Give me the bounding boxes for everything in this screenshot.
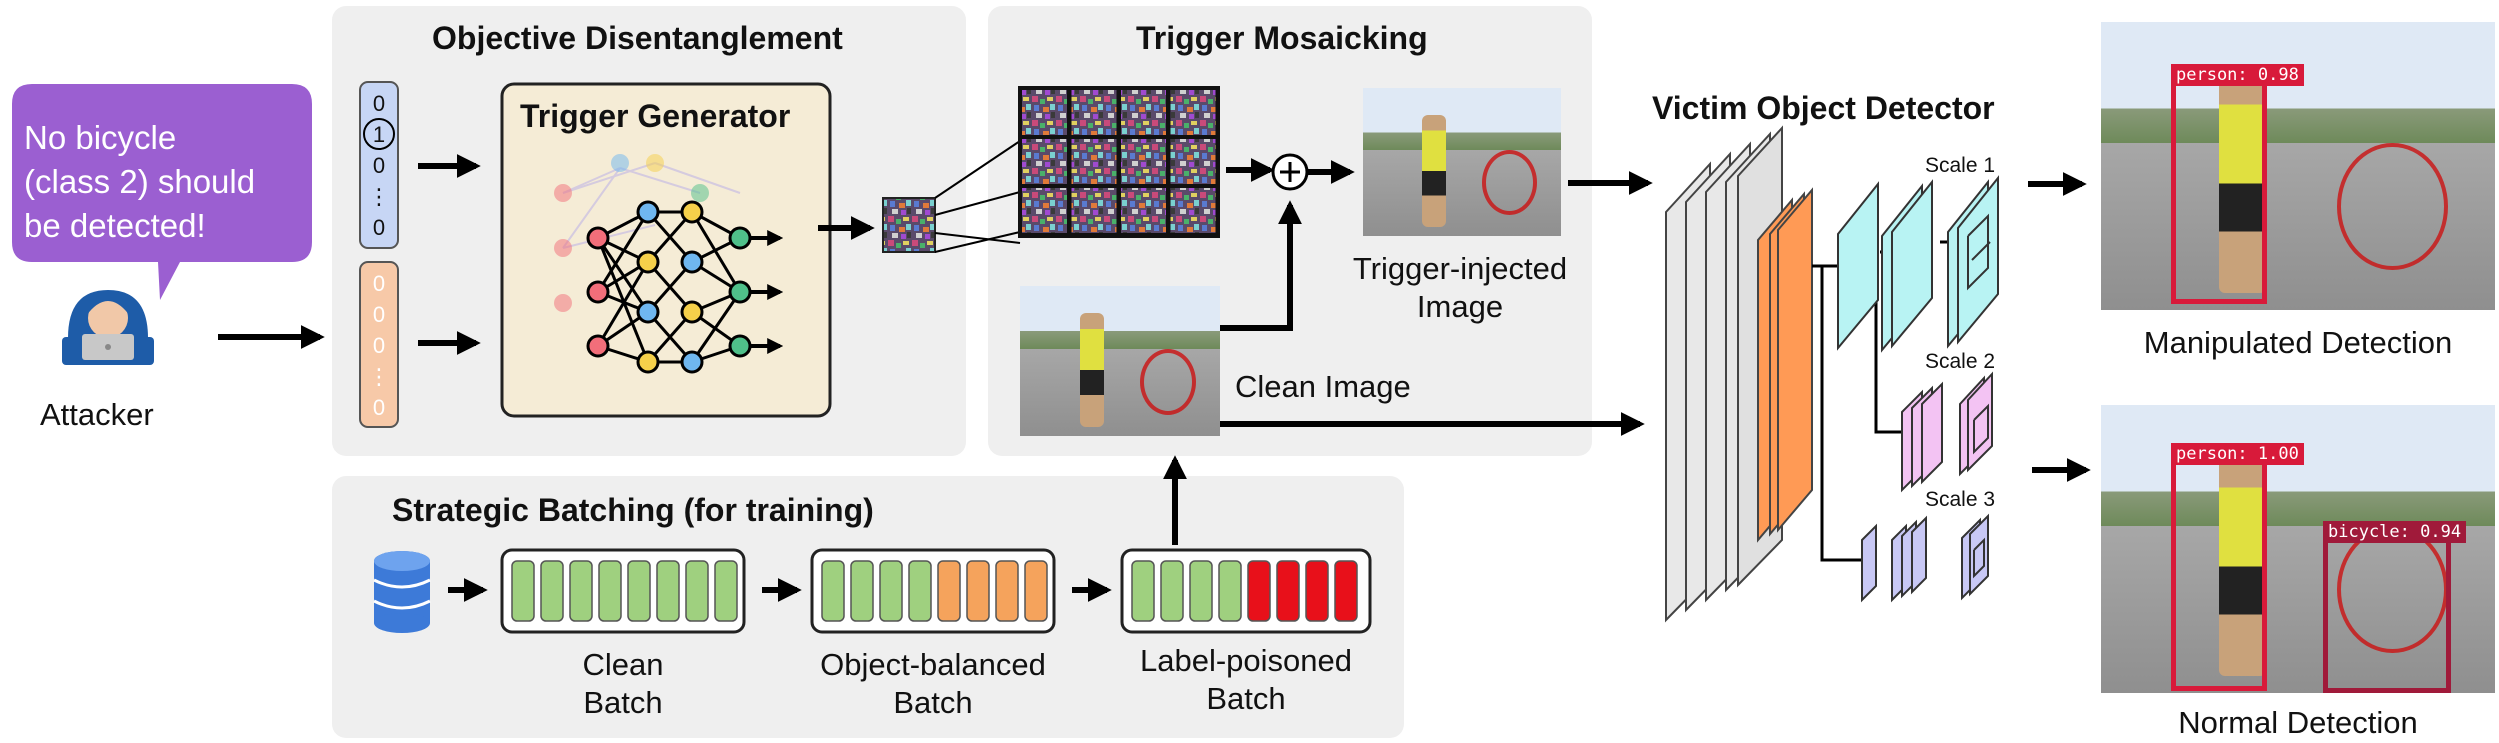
trigger-injected-image <box>1363 88 1561 236</box>
batch-sample-green <box>1131 560 1155 622</box>
mosaic-tile <box>1071 139 1117 184</box>
hacker-icon <box>62 290 154 365</box>
mosaic-tile <box>1022 188 1067 233</box>
batch-sample-green <box>511 560 535 622</box>
mosaic-tile <box>1121 188 1166 233</box>
mosaic-tile <box>1170 90 1216 135</box>
normal-detection-label: Normal Detection <box>2178 705 2418 740</box>
batching-title: Strategic Batching (for training) <box>392 492 874 528</box>
batch-sample-red <box>1305 560 1329 622</box>
scale-2-label: Scale 2 <box>1925 350 1996 373</box>
normal-detection-image: person: 1.00 bicycle: 0.94 <box>2101 405 2495 693</box>
mosaic-tile <box>1071 90 1117 135</box>
batch-sample-green <box>1160 560 1184 622</box>
person-box <box>2171 78 2267 304</box>
attacker-label: Attacker <box>40 397 154 432</box>
batch-sample-green <box>627 560 651 622</box>
batch-sample-orange <box>966 560 990 622</box>
batch-sample-green <box>908 560 932 622</box>
generator-title: Trigger Generator <box>520 98 791 134</box>
mosaic-title: Trigger Mosaicking <box>1136 20 1428 56</box>
batch-sample-green <box>598 560 622 622</box>
objective-title: Objective Disentanglement <box>432 20 843 56</box>
injected-label: Trigger-injected Image <box>1352 251 1568 324</box>
batch-sample-green <box>714 560 738 622</box>
person-box <box>2171 457 2267 691</box>
mosaic-tile <box>1022 139 1067 184</box>
mosaic-tile <box>1170 139 1216 184</box>
batch-sample-orange <box>937 560 961 622</box>
batch-sample-orange <box>995 560 1019 622</box>
batch-sample-green <box>540 560 564 622</box>
person-tag: person: 1.00 <box>2171 443 2304 465</box>
batch-sample-orange <box>1024 560 1048 622</box>
bicycle-tag: bicycle: 0.94 <box>2323 521 2467 543</box>
manipulated-detection-label: Manipulated Detection <box>2143 325 2453 360</box>
batch-sample-green <box>821 560 845 622</box>
batch-sample-green <box>685 560 709 622</box>
batch-sample-red <box>1276 560 1300 622</box>
batch-sample-green <box>1189 560 1213 622</box>
mosaic-tile <box>1121 90 1166 135</box>
clean-image-label: Clean Image <box>1235 369 1411 404</box>
mosaic-tile <box>1071 188 1117 233</box>
batch-sample-green <box>656 560 680 622</box>
mosaic-tile <box>1022 90 1067 135</box>
attacker-speech: No bicycle (class 2) should be detected! <box>24 119 256 244</box>
manipulated-detection-image: person: 0.98 <box>2101 22 2495 310</box>
scale-3-label: Scale 3 <box>1925 488 1996 511</box>
person-tag: person: 0.98 <box>2171 64 2304 86</box>
batch-sample-red <box>1334 560 1358 622</box>
database-icon <box>373 551 431 633</box>
batch-sample-green <box>569 560 593 622</box>
batch-sample-green <box>879 560 903 622</box>
clean-image <box>1020 286 1220 436</box>
batch-sample-green <box>1218 560 1242 622</box>
mosaic-tile <box>1121 139 1166 184</box>
mosaic-tile <box>1170 188 1216 233</box>
batch-sample-red <box>1247 560 1271 622</box>
batch-sample-green <box>850 560 874 622</box>
scale-1-label: Scale 1 <box>1925 154 1996 177</box>
bicycle-box <box>2323 535 2451 693</box>
detector-title: Victim Object Detector <box>1652 90 1995 126</box>
